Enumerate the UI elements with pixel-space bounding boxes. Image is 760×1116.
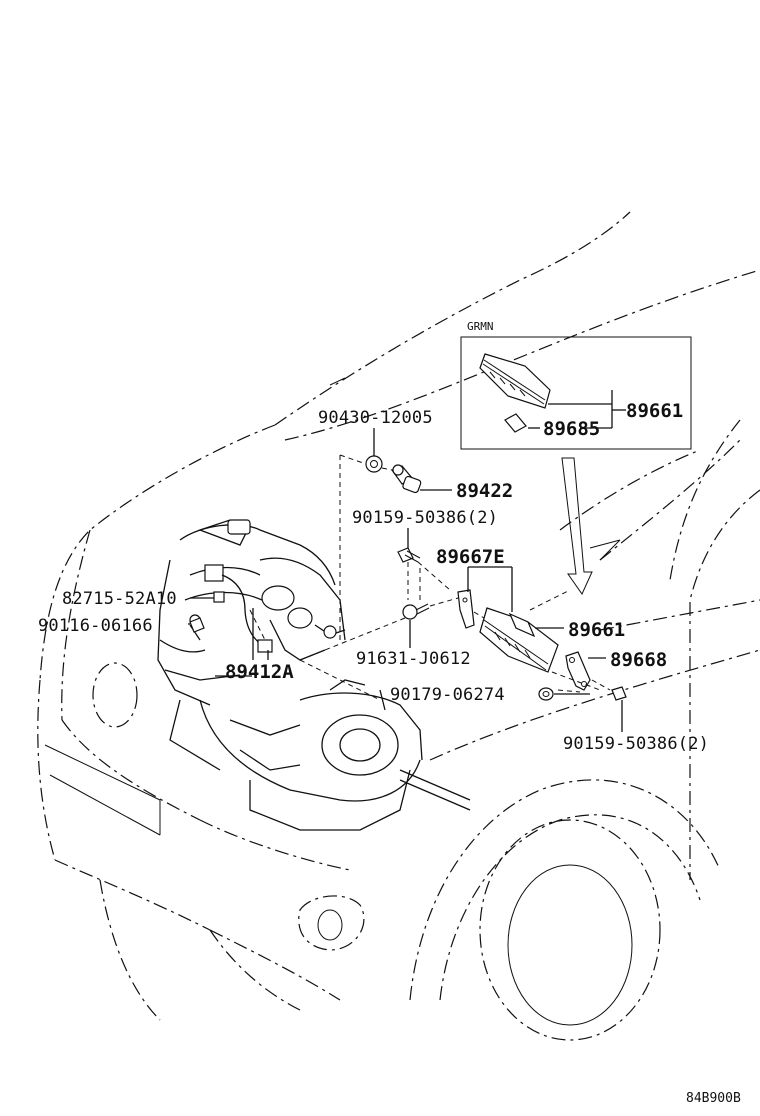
pointer-arrow (561, 457, 593, 596)
label-89667e: 89667E (436, 546, 505, 568)
bolt-90159-lower (611, 686, 627, 701)
bracket-89667e (457, 589, 475, 629)
label-89412a: 89412A (225, 661, 294, 683)
label-inset-89661: 89661 (626, 400, 683, 422)
grmn-inset (460, 336, 692, 450)
clamp-82715 (213, 591, 225, 603)
label-89422: 89422 (456, 480, 513, 502)
label-90430-12005: 90430-12005 (318, 408, 433, 428)
label-91631-j0612: 91631-J0612 (356, 649, 471, 669)
part-labels: GRMN 89661 89685 90430-12005 89422 90159… (38, 320, 741, 1106)
label-82715-52a10: 82715-52A10 (62, 589, 177, 609)
callout-lines (188, 428, 623, 732)
label-90159-50386-lower: 90159-50386(2) (563, 734, 709, 754)
label-89661: 89661 (568, 619, 625, 641)
label-89668: 89668 (610, 649, 667, 671)
inset-title: GRMN (467, 320, 494, 333)
ecu-89661 (479, 607, 559, 673)
bolt-90159-upper (397, 547, 421, 563)
label-90116-06166: 90116-06166 (38, 616, 153, 636)
sensor-89422 (391, 464, 422, 494)
bracket-89668 (565, 651, 591, 691)
nut-90179 (538, 687, 554, 701)
engine-assembly (157, 519, 471, 831)
bolt-91631 (402, 603, 430, 620)
label-inset-89685: 89685 (543, 418, 600, 440)
leader-lines (249, 454, 611, 701)
reference-code: 84B900B (686, 1091, 741, 1106)
bolt-90116 (189, 617, 205, 633)
gasket-90430 (365, 455, 383, 473)
parts (189, 455, 627, 701)
label-90179-06274: 90179-06274 (390, 685, 505, 705)
label-90159-50386-upper: 90159-50386(2) (352, 508, 498, 528)
